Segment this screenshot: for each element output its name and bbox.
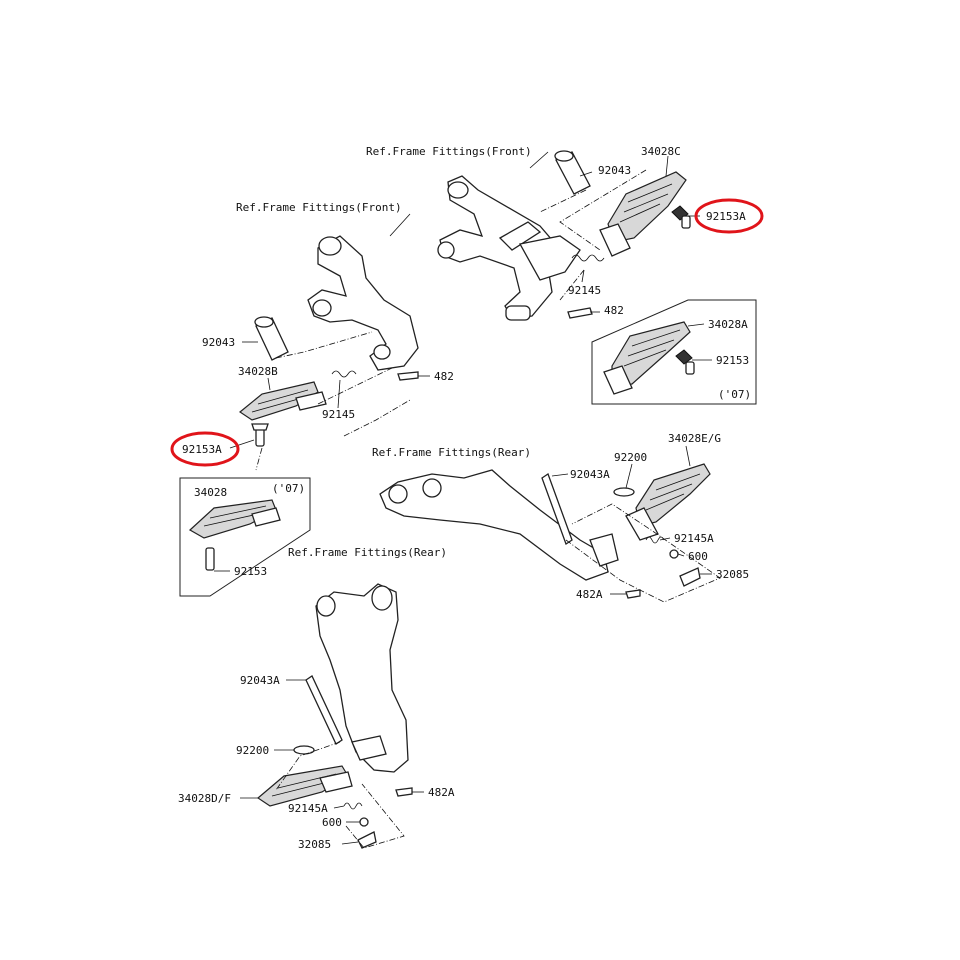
label-92153-right: 92153 xyxy=(716,354,749,367)
footpeg-34028C xyxy=(599,171,687,257)
label-92043-left: 92043 xyxy=(202,336,235,349)
label-34028C: 34028C xyxy=(641,145,681,158)
label-92200-bottom: 92200 xyxy=(236,744,269,757)
label-32085-bottom: 32085 xyxy=(298,838,331,851)
label-34028EG: 34028E/G xyxy=(668,432,721,445)
cotter-482A-bottom xyxy=(395,787,413,797)
spring-92145-left xyxy=(331,370,357,378)
washer-92200-right xyxy=(613,487,635,497)
label-482-right: 482 xyxy=(604,304,624,317)
leader-lines xyxy=(214,151,712,845)
label-34028DF: 34028D/F xyxy=(178,792,231,805)
assembly-lines xyxy=(255,169,721,849)
ref-rear-bottom: Ref.Frame Fittings(Rear) xyxy=(288,546,447,559)
ball-600-bottom xyxy=(359,817,369,827)
spring-92145-right xyxy=(571,254,605,262)
rod-92043A-right xyxy=(541,473,573,545)
label-92145A-bottom: 92145A xyxy=(288,802,328,815)
cotter-482-right xyxy=(567,307,593,319)
spring-92145A-bottom xyxy=(343,802,363,810)
front-right-bracket xyxy=(437,175,581,321)
washer-92200-bottom xyxy=(293,745,315,755)
label-34028A: 34028A xyxy=(708,318,748,331)
ref-front-right: Ref.Frame Fittings(Front) xyxy=(366,145,532,158)
ball-600-right xyxy=(669,549,679,559)
bolt-92153A-right xyxy=(671,205,691,229)
footpeg-34028DF xyxy=(257,765,353,807)
label-92043-right: 92043 xyxy=(598,164,631,177)
label-92153A-right: 92153A xyxy=(706,210,746,223)
label-92145-right: 92145 xyxy=(568,284,601,297)
cotter-482A-right xyxy=(625,589,641,599)
inset-34028A xyxy=(591,299,757,405)
label-34028: 34028 xyxy=(194,486,227,499)
label-32085-right: 32085 xyxy=(716,568,749,581)
label-34028B: 34028B xyxy=(238,365,278,378)
rear-bottom-bracket xyxy=(315,583,409,773)
spring-92145A-right xyxy=(645,536,665,544)
highlight-92153A-left xyxy=(170,431,240,467)
label-92043A-right: 92043A xyxy=(570,468,610,481)
plate-32085-bottom xyxy=(357,831,377,849)
plate-32085-right xyxy=(679,567,701,587)
label-92153-left: 92153 xyxy=(234,565,267,578)
pin-92043-right xyxy=(554,150,591,195)
label-482-left: 482 xyxy=(434,370,454,383)
inset-34028 xyxy=(179,477,311,597)
label-92200-right: 92200 xyxy=(614,451,647,464)
label-600-bottom: 600 xyxy=(322,816,342,829)
bolt-92153A-left xyxy=(251,423,269,447)
label-600-right: 600 xyxy=(688,550,708,563)
ref-rear-top: Ref.Frame Fittings(Rear) xyxy=(372,446,531,459)
label-482A-bottom: 482A xyxy=(428,786,455,799)
rear-top-bracket xyxy=(379,469,619,581)
pin-92043-left xyxy=(254,316,289,361)
rod-92043A-bottom xyxy=(305,675,343,745)
label-92043A-bottom: 92043A xyxy=(240,674,280,687)
footpeg-34028EG xyxy=(625,463,711,541)
label-07-right: ('07) xyxy=(718,388,751,401)
label-482A-right: 482A xyxy=(576,588,603,601)
front-left-bracket xyxy=(307,235,419,371)
label-07-left: ('07) xyxy=(272,482,305,495)
cotter-482-left xyxy=(397,371,419,381)
label-92145-left: 92145 xyxy=(322,408,355,421)
footpeg-34028B xyxy=(238,381,327,421)
label-92145A-right: 92145A xyxy=(674,532,714,545)
label-92153A-left: 92153A xyxy=(182,443,222,456)
ref-front-left: Ref.Frame Fittings(Front) xyxy=(236,201,402,214)
highlight-92153A-right xyxy=(694,198,764,234)
